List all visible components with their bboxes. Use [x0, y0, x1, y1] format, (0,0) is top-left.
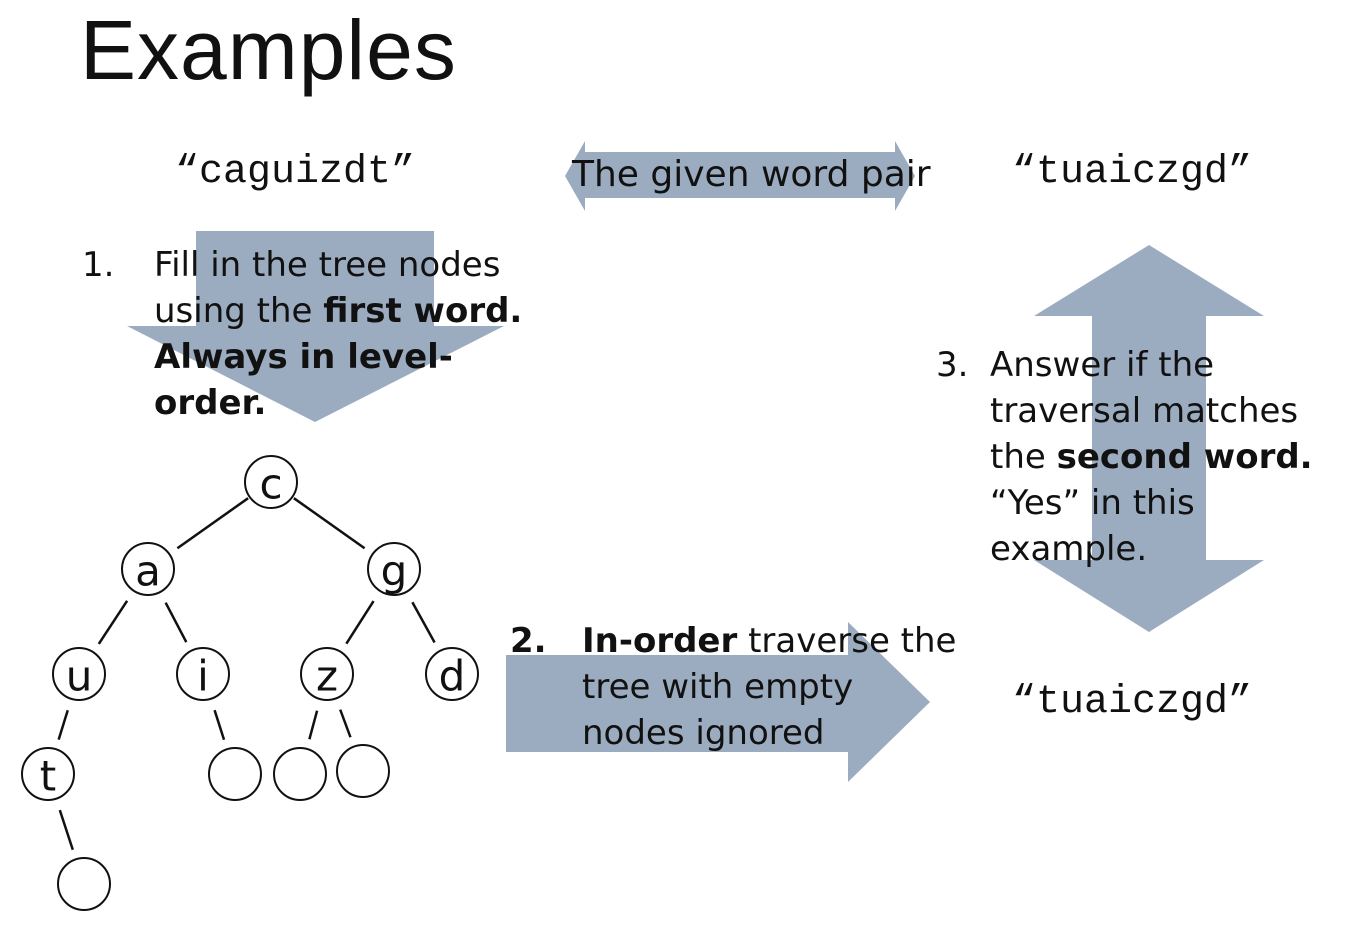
tree-node-circle — [273, 747, 327, 801]
step3-double-arrow — [1034, 245, 1264, 632]
step1-number: 1. — [82, 245, 115, 285]
tree-edge-t-e1 — [58, 809, 74, 851]
tree-node-label: c — [259, 460, 282, 509]
tree-edges — [57, 497, 436, 851]
step2-text-bold: In-order — [582, 621, 738, 661]
step1-text-plain: Fill in the tree nodes using the — [154, 245, 501, 331]
tree-edge-a-i — [164, 602, 188, 643]
tree-edge-c-g — [293, 497, 366, 550]
tree-node-empty — [273, 747, 327, 801]
tree-edge-z-e4 — [339, 709, 352, 738]
first-word: “caguizdt” — [175, 150, 416, 195]
tree-nodes: c a g u i z d t — [21, 455, 479, 911]
page-title: Examples — [80, 3, 457, 97]
tree-node-circle — [244, 455, 298, 509]
tree-node-circle — [425, 647, 479, 701]
tree-edge-z-e3 — [308, 710, 319, 740]
tree-node-circle — [21, 747, 75, 801]
step2-number: 2. — [510, 621, 547, 661]
step3-text-tail: “Yes” in this example. — [990, 483, 1195, 569]
tree-node-empty — [336, 744, 390, 798]
tree-node-label: u — [66, 652, 93, 701]
tree-node-i: i — [176, 647, 230, 701]
tree-node-d: d — [425, 647, 479, 701]
step3-text-bold: second word. — [1056, 437, 1313, 477]
tree-node-circle — [300, 647, 354, 701]
step2-right-arrow — [506, 622, 930, 782]
tree-node-circle — [52, 647, 106, 701]
tree-node-circle — [57, 857, 111, 911]
tree-node-u: u — [52, 647, 106, 701]
word-pair-double-arrow — [565, 141, 915, 211]
second-word: “tuaiczgd” — [1012, 150, 1253, 195]
tree-node-c: c — [244, 455, 298, 509]
tree-node-label: i — [197, 652, 209, 701]
tree-node-label: d — [439, 652, 466, 701]
tree-edge-u-t — [57, 709, 69, 740]
tree-node-circle — [367, 542, 421, 596]
tree-node-circle — [121, 542, 175, 596]
step3-number: 3. — [936, 345, 969, 385]
step2-text: In-order traverse the tree with empty no… — [582, 618, 962, 756]
word-pair-label: The given word pair — [572, 154, 931, 195]
tree-node-circle — [176, 647, 230, 701]
tree-node-circle — [336, 744, 390, 798]
tree-node-a: a — [121, 542, 175, 596]
traversal-result-word: “tuaiczgd” — [1012, 680, 1253, 725]
tree-node-z: z — [300, 647, 354, 701]
tree-node-label: z — [316, 652, 338, 701]
tree-node-label: g — [381, 547, 408, 596]
step2-text-plain: traverse the tree with empty nodes ignor… — [582, 621, 957, 753]
tree-edge-g-d — [411, 601, 436, 644]
step1-text: Fill in the tree nodes using the first w… — [154, 242, 554, 426]
tree-edge-g-z — [345, 600, 375, 645]
tree-edge-a-u — [97, 600, 129, 645]
tree-node-label: t — [40, 752, 56, 801]
tree-node-g: g — [367, 542, 421, 596]
tree-edge-i-e2 — [213, 709, 226, 741]
step1-text-bold: first word. Always in level-order. — [154, 291, 523, 423]
tree-node-t: t — [21, 747, 75, 801]
step3-text: Answer if the traversal matches the seco… — [990, 342, 1330, 572]
step1-down-arrow — [127, 231, 504, 422]
tree-node-label: a — [135, 547, 161, 596]
tree-node-empty — [208, 747, 262, 801]
tree-node-empty — [57, 857, 111, 911]
tree-node-circle — [208, 747, 262, 801]
step3-text-plain: Answer if the traversal matches the — [990, 345, 1299, 477]
tree-edge-c-a — [176, 497, 249, 550]
